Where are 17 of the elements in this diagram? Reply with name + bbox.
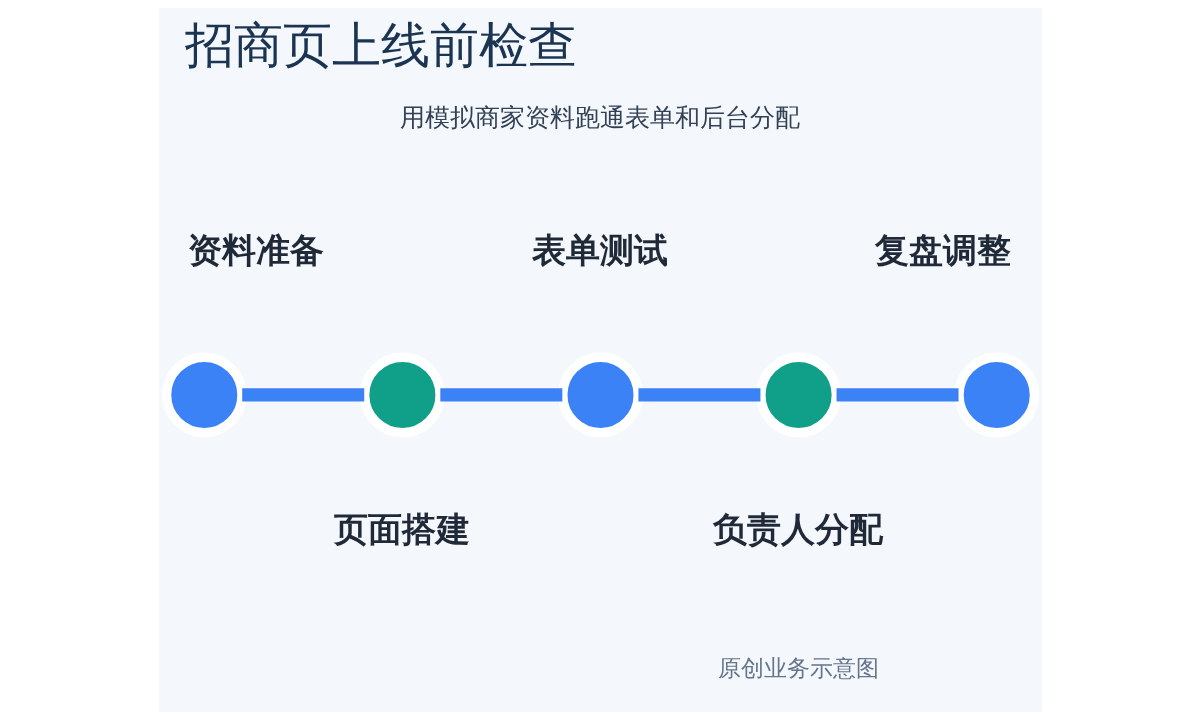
node-label: 表单测试: [531, 229, 668, 270]
node-circle: [953, 352, 1039, 438]
node-label: 复盘调整: [874, 229, 1011, 270]
node-label: 资料准备: [187, 229, 324, 270]
label: 原创业务示意图: [717, 655, 879, 682]
node-label: 页面搭建: [333, 508, 470, 549]
node-circle: [161, 352, 247, 438]
connector: [637, 388, 760, 402]
connector: [241, 388, 364, 402]
label: 用模拟商家资料跑通表单和后台分配: [400, 102, 800, 132]
node-circle: [359, 352, 445, 438]
connector: [439, 388, 562, 402]
connector: [836, 388, 959, 402]
diagram-title: 招商页上线前检查: [184, 16, 577, 75]
node-label: 负责人分配: [712, 508, 883, 549]
node-circle: [755, 352, 841, 438]
node-circle: [557, 352, 643, 438]
